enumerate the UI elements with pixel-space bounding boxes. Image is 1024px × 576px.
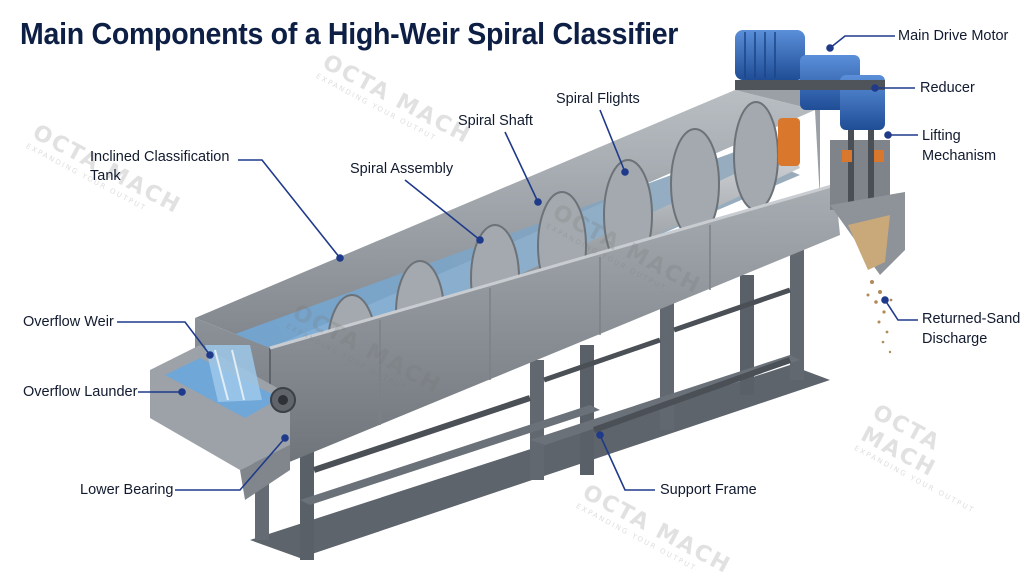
label-support-frame: Support Frame xyxy=(660,482,757,498)
label-lower-bearing: Lower Bearing xyxy=(80,482,174,498)
label-reducer: Reducer xyxy=(920,80,975,96)
label-returned-sand-line1: Returned-Sand xyxy=(922,311,1021,327)
lower-bearing xyxy=(270,387,296,413)
label-returned-sand-line2: Discharge xyxy=(922,331,988,347)
label-tank-line2: Tank xyxy=(90,168,121,184)
label-lifting-line2: Mechanism xyxy=(922,148,997,164)
upper-bearing xyxy=(778,118,800,166)
page-title: Main Components of a High-Weir Spiral Cl… xyxy=(20,16,679,51)
drive-unit xyxy=(735,30,885,130)
label-spiral-assembly: Spiral Assembly xyxy=(350,161,454,177)
label-lifting-line1: Lifting xyxy=(922,128,961,144)
lifting-mechanism xyxy=(830,125,890,210)
returned-sand-chute xyxy=(830,192,905,354)
label-spiral-flights: Spiral Flights xyxy=(556,91,640,107)
support-frame xyxy=(250,250,830,560)
label-main-drive-motor: Main Drive Motor xyxy=(898,28,1009,44)
classification-tank xyxy=(195,88,840,470)
label-overflow-launder: Overflow Launder xyxy=(23,384,138,400)
label-spiral-shaft: Spiral Shaft xyxy=(458,113,533,129)
label-tank-line1: Inclined Classification xyxy=(90,149,230,165)
label-overflow-weir: Overflow Weir xyxy=(23,314,114,330)
overflow-weir-water xyxy=(205,345,262,402)
